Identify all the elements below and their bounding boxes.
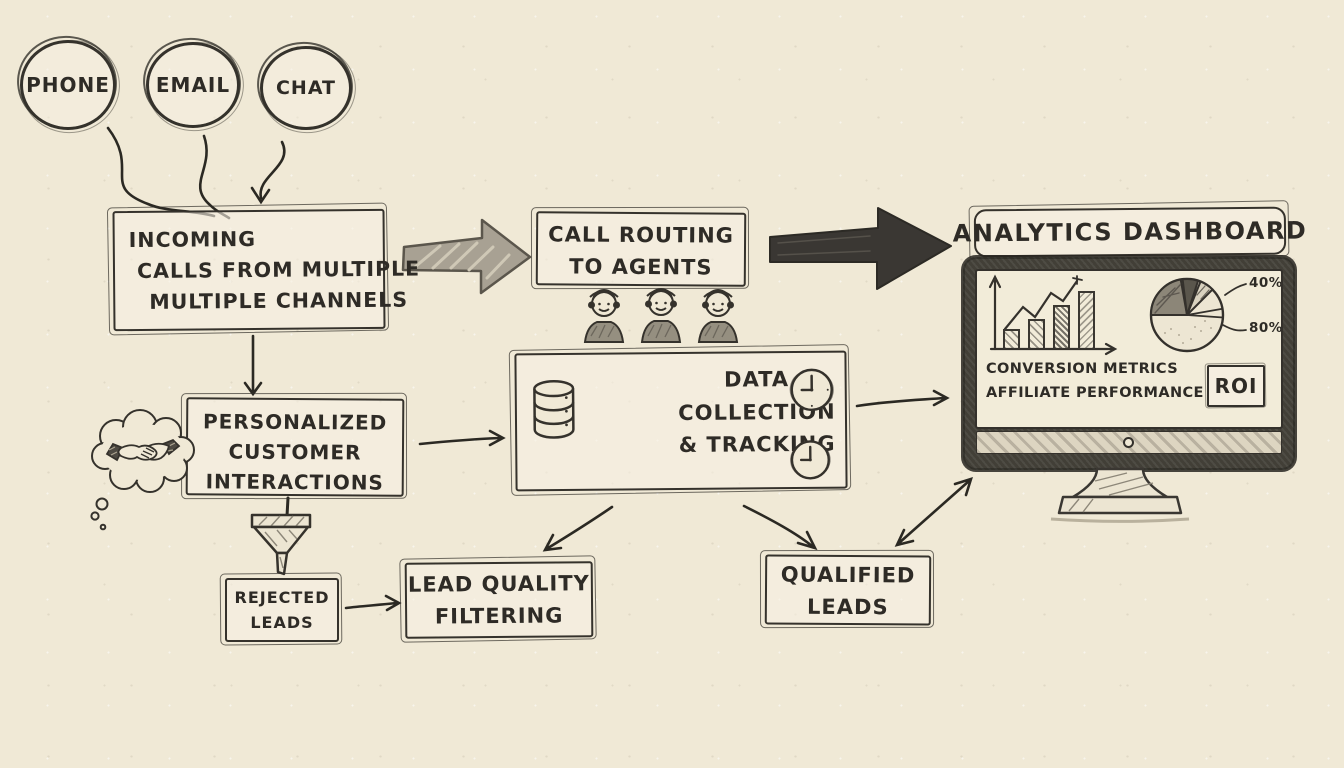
monitor-stand: [1050, 467, 1190, 523]
trend-line: [1003, 279, 1079, 331]
roi-badge: ROI: [1207, 365, 1265, 407]
bar-2: [1028, 318, 1045, 349]
metric-conversion: CONVERSION METRICS: [986, 361, 1179, 377]
arrow-data-qualified: [742, 504, 818, 551]
pie-slice-label-2: 80%: [1249, 320, 1283, 336]
squiggle-chat-connector: [259, 140, 286, 200]
bar-4: [1078, 290, 1095, 349]
rejected-line-1: REJECTED: [234, 588, 330, 607]
arrow-personalized-data: [418, 429, 506, 447]
arrow-incoming-personalized: [243, 334, 263, 397]
rejected-leads-box: REJECTED LEADS: [225, 578, 339, 642]
bar-chart-bars: [1003, 283, 1107, 349]
arrow-qualified-dashboard: [894, 477, 973, 547]
clock-icon-1: [789, 368, 834, 412]
bar-1: [1003, 329, 1020, 349]
channel-phone-label: PHONE: [26, 73, 110, 97]
incoming-line-1: INCOMING: [128, 226, 257, 253]
incoming-line-3: MULTIPLE CHANNELS: [149, 287, 409, 314]
handshake-thought-bubble-icon: [90, 409, 195, 531]
data-collection-line-3: & TRACKING: [678, 431, 836, 458]
bar-chart-axes: [988, 274, 1118, 356]
data-collection-line-1: DATA: [724, 367, 790, 392]
squiggle-email-connector: [198, 134, 231, 220]
data-collection-box: DATA COLLECTION & TRACKING: [514, 350, 848, 492]
lead-quality-filtering-box: LEAD QUALITY FILTERING: [404, 561, 594, 639]
channel-email-label: EMAIL: [155, 73, 231, 97]
squiggle-arrowhead: [250, 186, 271, 205]
funnel-icon: [250, 513, 312, 576]
database-icon: [533, 380, 575, 439]
qualified-line-1: QUALIFIED: [780, 562, 916, 588]
lead-quality-line-1: LEAD QUALITY: [407, 571, 590, 597]
personalized-line-1: PERSONALIZED: [202, 409, 388, 435]
line-personalized-funnel: [285, 496, 290, 518]
monitor-bezel-strip: [976, 431, 1282, 454]
channel-email: EMAIL: [146, 42, 240, 128]
arrow-data-dashboard: [855, 389, 950, 408]
dashboard-monitor: 40% 80% CONVERSION METRICS AFFILIATE PER…: [963, 257, 1295, 470]
data-collection-line-2: COLLECTION: [678, 399, 836, 425]
squiggle-phone-connector: [106, 126, 216, 218]
incoming-line-2: CALLS FROM MULTIPLE: [136, 256, 421, 283]
bar-3: [1053, 305, 1070, 349]
lead-quality-line-2: FILTERING: [434, 602, 564, 629]
arrow-data-leadquality: [542, 505, 614, 552]
clock-icon-2: [790, 440, 831, 480]
power-button-dot: [1122, 437, 1134, 448]
call-routing-box: CALL ROUTING TO AGENTS: [535, 211, 747, 287]
qualified-line-2: LEADS: [807, 594, 889, 619]
roi-label: ROI: [1214, 374, 1258, 398]
channel-phone: PHONE: [20, 40, 116, 130]
pie-chart: [1149, 277, 1247, 353]
personalized-interactions-box: PERSONALIZED CUSTOMER INTERACTIONS: [185, 397, 405, 497]
dashboard-screen: 40% 80% CONVERSION METRICS AFFILIATE PER…: [975, 269, 1283, 429]
incoming-calls-box: INCOMING CALLS FROM MULTIPLE MULTIPLE CH…: [112, 208, 421, 332]
qualified-leads-box: QUALIFIED LEADS: [764, 554, 932, 626]
pie-slice-label-1: 40%: [1249, 275, 1283, 291]
block-arrow-dark: [769, 207, 952, 290]
block-arrow-gray: [401, 218, 532, 295]
call-routing-line-1: CALL ROUTING: [548, 222, 735, 248]
metric-affiliate: AFFILIATE PERFORMANCE: [986, 385, 1204, 401]
call-routing-line-2: TO AGENTS: [569, 253, 713, 279]
channel-chat-label: CHAT: [275, 76, 337, 99]
analytics-dashboard-title-box: ANALYTICS DASHBOARD: [953, 206, 1307, 258]
personalized-line-3: INTERACTIONS: [205, 469, 384, 495]
agents-icon: [583, 288, 739, 343]
personalized-line-2: CUSTOMER: [228, 439, 362, 465]
arrow-rejected-leadquality: [344, 594, 402, 612]
analytics-dashboard-title: ANALYTICS DASHBOARD: [952, 216, 1308, 248]
channel-chat: CHAT: [260, 46, 352, 130]
rejected-line-2: LEADS: [250, 612, 314, 632]
